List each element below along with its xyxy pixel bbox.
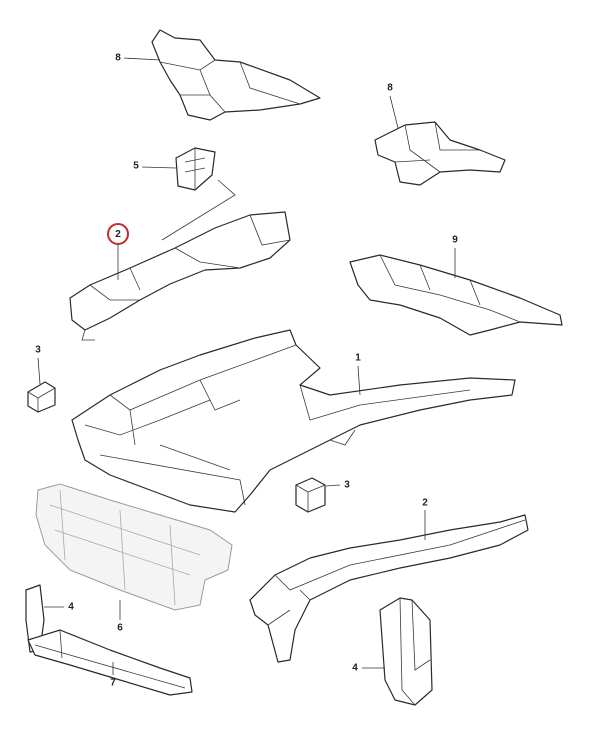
part-6-radiator-support[interactable] [35,483,233,611]
callout-4-right[interactable]: 4 [352,662,358,674]
part-4-right-bracket[interactable] [379,597,433,706]
callout-4-left[interactable]: 4 [68,601,74,613]
callout-8-right[interactable]: 8 [387,82,393,94]
leader-5-to-2 [161,179,236,241]
part-2-left-rail[interactable] [69,211,291,341]
callout-5[interactable]: 5 [133,160,139,172]
leader-8a [123,57,161,61]
part-3-left-block[interactable] [27,381,56,413]
callout-9[interactable]: 9 [452,234,458,246]
leader-3b [325,484,341,487]
callout-7[interactable]: 7 [110,677,116,689]
part-8-right[interactable] [374,121,506,186]
part-7-crossmember[interactable] [27,629,193,696]
leader-5 [141,166,177,169]
part-9-rail[interactable] [349,254,563,336]
part-8-upper-left[interactable] [151,29,321,121]
leader-3a [37,357,41,385]
callout-8-upper-left[interactable]: 8 [115,52,121,64]
callout-3-right[interactable]: 3 [344,479,350,491]
part-1-front-frame[interactable] [71,329,516,513]
part-5-bracket[interactable] [175,147,216,191]
leader-8b [389,95,399,129]
callout-6[interactable]: 6 [117,622,123,634]
callout-2-highlighted[interactable]: 2 [107,223,129,245]
leader-1 [357,365,361,396]
part-2-right-rail[interactable] [249,514,529,663]
callout-2-right[interactable]: 2 [422,497,428,509]
part-3-right-block[interactable] [295,477,326,513]
callout-3-left[interactable]: 3 [35,344,41,356]
callout-1[interactable]: 1 [355,352,361,364]
callout-2-number: 2 [115,228,121,240]
